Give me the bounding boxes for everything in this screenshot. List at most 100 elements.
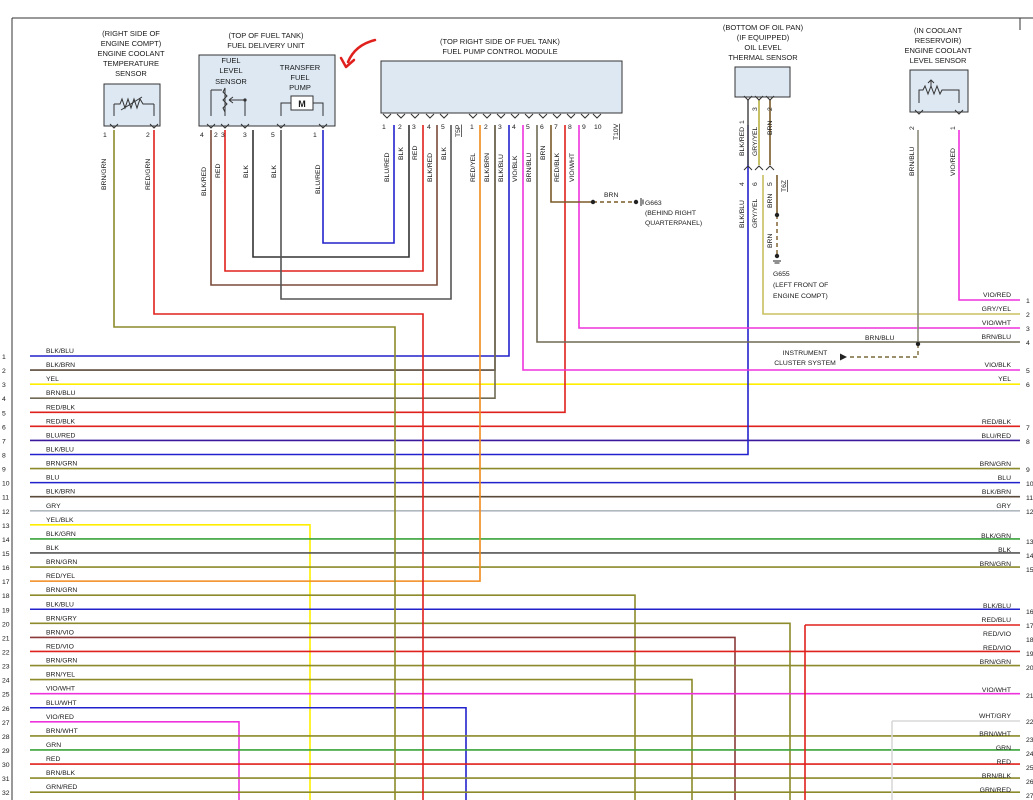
cls-terminal-icon bbox=[914, 109, 964, 115]
fuel-level-caption-3: SENSOR bbox=[215, 77, 247, 86]
fdu-terminal-icon bbox=[206, 123, 328, 129]
right-connector-pin-number: 24 bbox=[1026, 751, 1033, 758]
fpcm-wire-label-12: RED/BLK bbox=[554, 152, 561, 182]
splice-dot-icon bbox=[915, 341, 921, 347]
right-connector-wire-label: RED/BLU bbox=[982, 617, 1012, 624]
instrument-cluster-reference: BRN/BLU INSTRUMENT CLUSTER SYSTEM bbox=[774, 335, 921, 367]
oil-pin-1: 1 bbox=[739, 120, 746, 124]
engine-coolant-temperature-sensor[interactable]: (RIGHT SIDE OF ENGINE COMPT) ENGINE COOL… bbox=[97, 29, 165, 190]
right-connector-wire-label: RED/VIO bbox=[983, 631, 1011, 638]
fpcm-box bbox=[380, 60, 623, 114]
fpcm-a-pin-2: 2 bbox=[398, 124, 402, 131]
right-connector-wire-label: VIO/WHT bbox=[982, 320, 1011, 327]
oil-conn-pin-6: 6 bbox=[752, 182, 759, 186]
wire-brn-yel bbox=[30, 678, 693, 800]
left-connector-wire-label: BRN/GRN bbox=[46, 461, 77, 468]
left-connector-pin-number: 30 bbox=[2, 762, 10, 769]
right-connector-pin-number: 11 bbox=[1026, 495, 1033, 502]
fuel-delivery-unit[interactable]: (TOP OF FUEL TANK) FUEL DELIVERY UNIT FU… bbox=[198, 31, 336, 196]
right-connector-wire-label: GRN bbox=[996, 745, 1011, 752]
wire-brn-gry bbox=[30, 622, 791, 800]
fdu-pin-4: 4 bbox=[200, 132, 204, 139]
wire-vio-red bbox=[30, 721, 240, 800]
ect-wire-label-2: RED/GRN bbox=[145, 159, 152, 190]
ect-caption-2: ENGINE COMPT) bbox=[101, 39, 162, 48]
left-connector-pin-number: 23 bbox=[2, 664, 10, 671]
fpcm-b-pin-8: 8 bbox=[568, 124, 572, 131]
left-connector-pin-number: 10 bbox=[2, 481, 10, 488]
left-connector-wire-label: BLK/BRN bbox=[46, 489, 75, 496]
right-connector-pin-number: 6 bbox=[1026, 382, 1030, 389]
wires bbox=[30, 100, 1020, 800]
fuel-pump-control-module[interactable]: (TOP RIGHT SIDE OF FUEL TANK) FUEL PUMP … bbox=[380, 37, 623, 182]
left-connector-pin-number: 13 bbox=[2, 523, 10, 530]
wire-vio-red-out bbox=[958, 130, 1020, 301]
instrument-cluster-line-2: CLUSTER SYSTEM bbox=[774, 360, 836, 367]
left-connector-wire-label: RED/YEL bbox=[46, 573, 75, 580]
arrow-left-icon bbox=[840, 353, 847, 361]
left-connector-wire-label: BRN/VIO bbox=[46, 629, 74, 636]
wire-red bbox=[224, 125, 424, 272]
right-connector-wire-label: BLU bbox=[998, 475, 1011, 482]
right-connector-pin-number: 19 bbox=[1026, 651, 1033, 658]
right-connector-wire-label: VIO/WHT bbox=[982, 687, 1011, 694]
instrument-cluster-line-1: INSTRUMENT bbox=[783, 350, 828, 357]
left-connector-wire-label: BLK/GRN bbox=[46, 531, 76, 538]
left-connector-pin-number: 4 bbox=[2, 396, 6, 403]
left-connector-pin-number: 15 bbox=[2, 551, 10, 558]
wire-blk-red bbox=[210, 125, 438, 286]
right-connector-pin-number: 12 bbox=[1026, 509, 1033, 516]
oil-bottom-wire-label-3: BRN bbox=[767, 194, 774, 208]
pump-leads-icon bbox=[280, 102, 324, 116]
left-connector-pin-number: 16 bbox=[2, 565, 10, 572]
right-connector-wire-label: BLK/BRN bbox=[982, 489, 1011, 496]
left-connector-wire-label: GRY bbox=[46, 503, 61, 510]
right-connector-pin-number: 13 bbox=[1026, 539, 1033, 546]
oil-top-wire-label-2: GRY/YEL bbox=[752, 126, 759, 156]
transfer-pump-caption-2: FUEL bbox=[290, 73, 309, 82]
fpcm-a-pin-4: 4 bbox=[427, 124, 431, 131]
fpcm-b-pin-6: 6 bbox=[540, 124, 544, 131]
left-connector-wire-label: BRN/GRY bbox=[46, 615, 77, 622]
ground-dot-icon bbox=[633, 199, 639, 205]
engine-coolant-level-sensor[interactable]: (IN COOLANT RESERVOIR) ENGINE COOLANT LE… bbox=[904, 26, 972, 176]
left-connector-pin-number: 7 bbox=[2, 438, 6, 445]
g655-location-1: (LEFT FRONT OF bbox=[773, 282, 828, 289]
fdu-caption-1: (TOP OF FUEL TANK) bbox=[228, 31, 304, 40]
wire-blk-b bbox=[280, 125, 452, 300]
oil-caption-3: OIL LEVEL bbox=[744, 43, 781, 52]
right-connector-wire-label: GRN/RED bbox=[980, 787, 1011, 794]
left-connector-pin-number: 22 bbox=[2, 649, 10, 656]
right-connector-wire-label: BRN/WHT bbox=[979, 731, 1011, 738]
g663-name: G663 bbox=[645, 200, 662, 207]
fpcm-b-pin-10: 10 bbox=[594, 124, 602, 131]
left-connector-pin-number: 25 bbox=[2, 692, 10, 699]
splice-dot-icon bbox=[590, 199, 596, 205]
fpcm-b-pin-1: 1 bbox=[470, 124, 474, 131]
oil-pin-3: 3 bbox=[752, 107, 759, 111]
fdu-pin-2: 2 bbox=[214, 132, 218, 139]
left-connector-wire-label: BLU bbox=[46, 475, 59, 482]
right-connector-pin-number: 10 bbox=[1026, 481, 1033, 488]
oil-caption-1: (BOTTOM OF OIL PAN) bbox=[723, 23, 804, 32]
fdu-pin-1: 1 bbox=[313, 132, 317, 139]
wire-brn-blu-out bbox=[536, 125, 1020, 343]
oil-connector-id: T6Z bbox=[781, 180, 788, 192]
fpcm-b-pin-9: 9 bbox=[582, 124, 586, 131]
right-connector-pin-number: 21 bbox=[1026, 693, 1033, 700]
left-connector-wire-label: YEL bbox=[46, 376, 59, 383]
right-connector-pin-number: 17 bbox=[1026, 623, 1033, 630]
left-connector-wire-label: BLK/BLU bbox=[46, 601, 74, 608]
oil-connector-icon bbox=[743, 165, 775, 171]
oil-level-thermal-sensor[interactable]: (BOTTOM OF OIL PAN) (IF EQUIPPED) OIL LE… bbox=[723, 23, 828, 300]
transfer-pump-caption-1: TRANSFER bbox=[280, 63, 321, 72]
fdu-pin-3a: 3 bbox=[221, 132, 225, 139]
g663-location-2: QUARTERPANEL) bbox=[645, 220, 702, 227]
wire-vio-blk-out bbox=[522, 125, 1020, 371]
fpcm-wire-label-10: BRN/BLU bbox=[526, 152, 533, 182]
g655-name: G655 bbox=[773, 271, 790, 278]
oil-conn-pin-4: 4 bbox=[739, 182, 746, 186]
left-connector-wire-label: BRN/BLK bbox=[46, 770, 76, 777]
fpcm-a-pin-5: 5 bbox=[441, 124, 445, 131]
fdu-pin-3b: 3 bbox=[243, 132, 247, 139]
